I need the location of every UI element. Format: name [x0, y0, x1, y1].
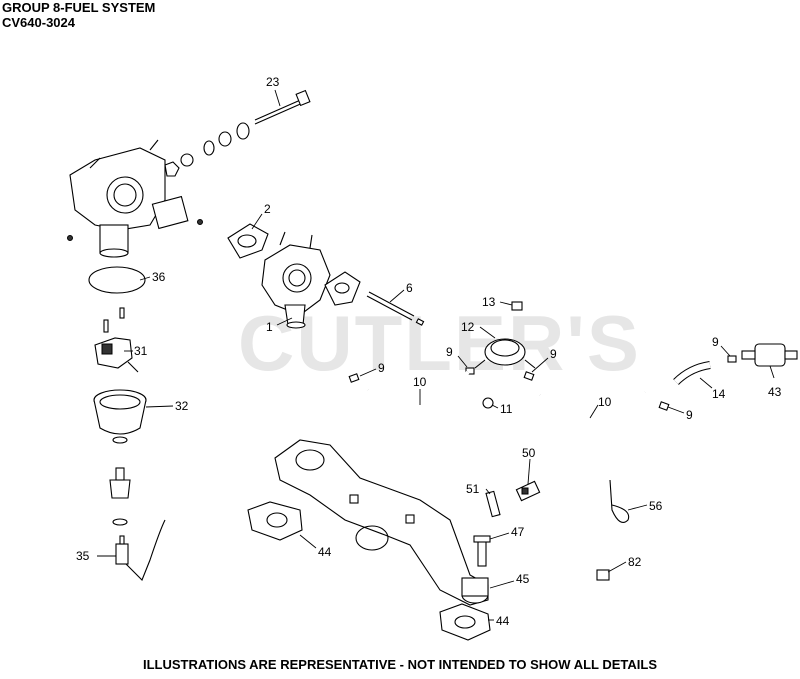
part-51-spacer — [485, 490, 501, 518]
callout-50: 50 — [522, 446, 536, 460]
hose-clamp-9d — [658, 401, 670, 411]
leader-6 — [389, 289, 405, 303]
hose-clamp-9b — [465, 367, 475, 375]
leader-9b — [457, 355, 468, 368]
page-title: GROUP 8-FUEL SYSTEM — [2, 0, 156, 15]
part-31-float — [94, 337, 139, 373]
pin — [119, 307, 125, 319]
leader-45 — [489, 580, 515, 589]
needle-pin — [103, 319, 109, 333]
callout-9c: 9 — [550, 347, 557, 361]
leader-51 — [485, 488, 491, 495]
hose-clamp-9e — [727, 355, 737, 363]
leader-32 — [145, 405, 174, 408]
part-45-intake-manifold — [274, 439, 489, 606]
part-10-fuel-line-right — [539, 391, 646, 434]
callout-31: 31 — [134, 344, 148, 358]
o-ring — [112, 436, 128, 444]
part-36-bowl-gasket — [88, 266, 146, 294]
part-47-fitting — [473, 535, 491, 567]
callout-10a: 10 — [413, 375, 427, 389]
disclaimer-footer: ILLUSTRATIONS ARE REPRESENTATIVE - NOT I… — [143, 657, 657, 672]
callout-12: 12 — [461, 320, 475, 334]
hose-clamp-9a — [348, 373, 360, 383]
leader-12 — [479, 326, 496, 339]
callout-32: 32 — [175, 399, 189, 413]
leader-9d — [667, 406, 685, 414]
callout-82: 82 — [628, 555, 642, 569]
callout-11: 11 — [500, 402, 513, 416]
callout-35: 35 — [76, 549, 90, 563]
part-44-gasket-left — [247, 501, 303, 541]
part-35-fuel-solenoid — [115, 519, 166, 581]
callout-1: 1 — [266, 320, 273, 334]
callout-6: 6 — [406, 281, 413, 295]
leader-44a — [299, 534, 317, 549]
callout-10b: 10 — [598, 395, 612, 409]
callout-9a: 9 — [378, 361, 385, 375]
part-44-gasket-right — [439, 603, 491, 641]
carburetor-gasket — [324, 271, 361, 306]
part-82-clip — [596, 569, 610, 581]
callout-13: 13 — [482, 295, 496, 309]
leader-11 — [491, 404, 499, 409]
leader-56 — [627, 504, 648, 511]
callout-51: 51 — [466, 482, 480, 496]
carburetor-body-upper — [67, 139, 203, 258]
o-ring-lower — [112, 518, 128, 526]
part-43-fuel-filter — [741, 343, 798, 367]
part-56-tie-strap — [609, 479, 630, 523]
model-number: CV640-3024 — [2, 15, 75, 30]
callout-2: 2 — [264, 202, 271, 216]
part-32-fuel-bowl — [93, 389, 147, 435]
leader-47 — [489, 532, 510, 540]
leader-10b — [589, 404, 599, 419]
part-50-valve — [515, 480, 541, 502]
part-23-throttle-shaft — [164, 89, 311, 177]
callout-9e: 9 — [712, 335, 719, 349]
leader-13 — [499, 301, 513, 306]
callout-43: 43 — [768, 385, 782, 399]
leader-23 — [274, 89, 281, 107]
leader-9e — [720, 345, 731, 357]
callout-44a: 44 — [318, 545, 332, 559]
callout-47: 47 — [511, 525, 525, 539]
leader-1 — [276, 317, 293, 326]
part-12-fuel-pump — [474, 338, 536, 369]
part-2-gasket — [227, 223, 269, 259]
part-1-carburetor — [261, 231, 331, 329]
callout-23: 23 — [266, 75, 280, 89]
leader-2 — [251, 213, 263, 230]
callout-9d: 9 — [686, 408, 693, 422]
leader-43 — [769, 365, 775, 379]
callout-44b: 44 — [496, 614, 510, 628]
watermark: CUTLER'S — [238, 299, 641, 387]
leader-50 — [527, 458, 531, 485]
callout-45: 45 — [516, 572, 530, 586]
callout-14: 14 — [712, 387, 726, 401]
callout-36: 36 — [152, 270, 166, 284]
part-6-pin — [366, 291, 425, 326]
part-11-fitting — [482, 397, 494, 409]
callout-9b: 9 — [446, 345, 453, 359]
callout-56: 56 — [649, 499, 663, 513]
leader-9a — [359, 368, 377, 377]
part-13-clip — [511, 301, 523, 311]
leader-36 — [139, 276, 151, 281]
leader-14 — [699, 377, 713, 389]
leader-82 — [607, 561, 627, 573]
hose-clamp-9c — [523, 371, 535, 381]
leader-9c — [531, 357, 549, 373]
bowl-screw — [109, 467, 131, 499]
